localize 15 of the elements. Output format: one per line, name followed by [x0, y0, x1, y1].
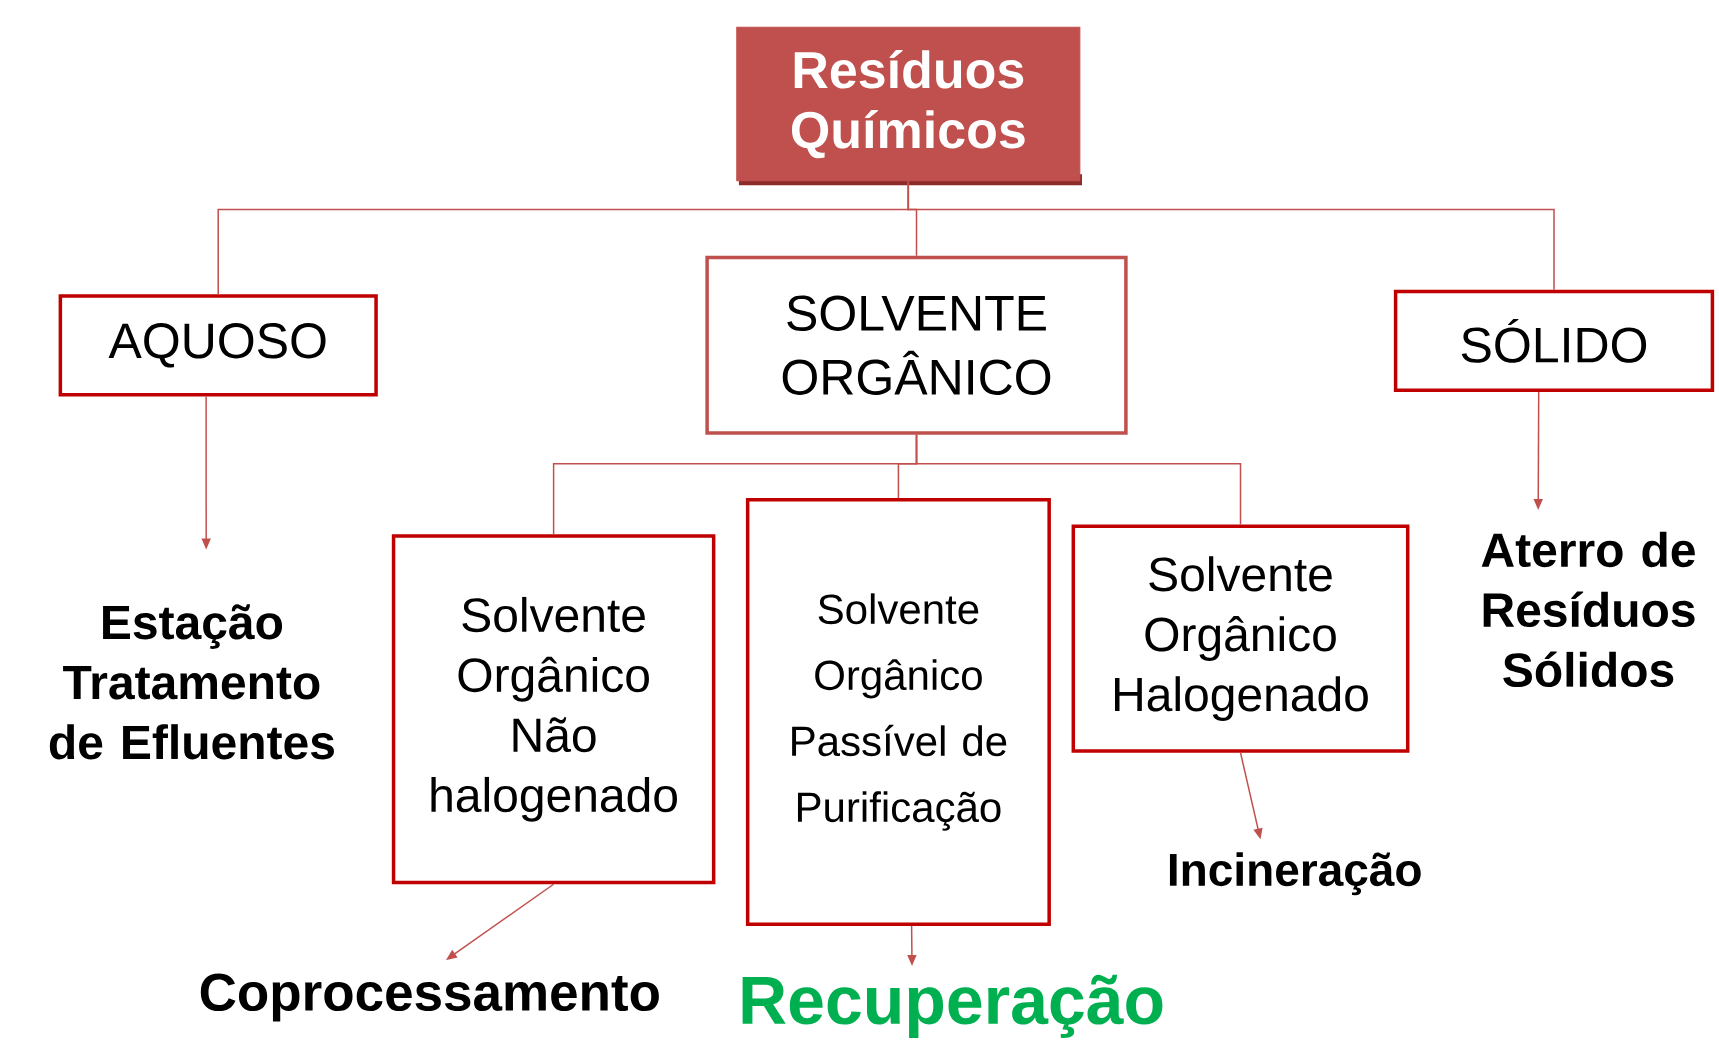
solvent-box: Solvente Orgânico Halogenado: [1071, 524, 1410, 753]
connector-line: [915, 434, 1242, 526]
destination-label: Aterro de Resíduos Sólidos: [1481, 531, 1695, 688]
destination-label: Coprocessamento: [200, 973, 659, 1022]
destination-label: Recuperação: [742, 974, 1163, 1038]
destination-label: Estação Tratamento de Efluentes: [49, 604, 334, 760]
category-box: SOLVENTE ORGÂNICO: [705, 255, 1128, 435]
category-box: SÓLIDO: [1393, 289, 1715, 392]
title-box: Resíduos Químicos: [736, 26, 1082, 186]
arrow: [446, 883, 555, 960]
category-box: AQUOSO: [58, 294, 378, 397]
destination-label: Incineração: [1169, 852, 1421, 896]
connector-line: [907, 180, 1555, 291]
solvent-box: Solvente Orgânico Não halogenado: [391, 534, 716, 885]
solvent-box: Solvente Orgânico Passível de Purificação: [745, 498, 1051, 926]
